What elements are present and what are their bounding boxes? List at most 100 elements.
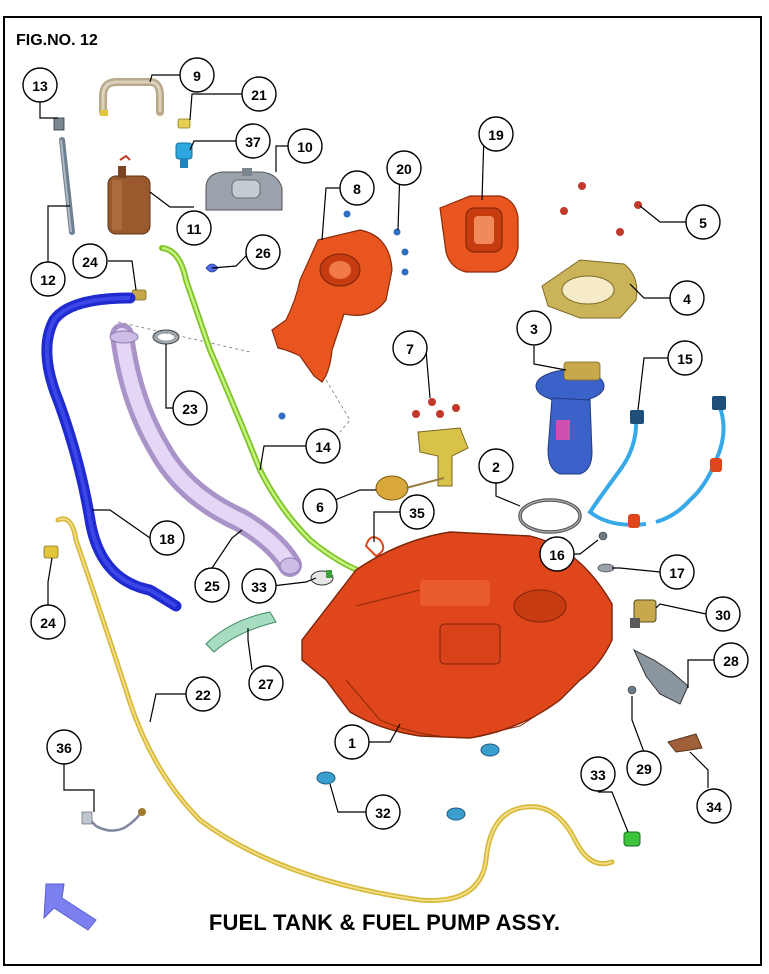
callout-circle bbox=[705, 596, 741, 632]
part-27-strip bbox=[205, 611, 277, 653]
callout-number: 35 bbox=[409, 505, 425, 521]
callout-c27: 27 bbox=[248, 665, 284, 701]
callout-circle bbox=[22, 67, 58, 103]
part-29-screw bbox=[627, 685, 637, 695]
callout-number: 5 bbox=[699, 215, 707, 231]
figure-title: FUEL TANK & FUEL PUMP ASSY. bbox=[208, 910, 561, 935]
callout-c36: 36 bbox=[46, 729, 82, 765]
callout-number: 10 bbox=[297, 139, 313, 155]
part-30-bracket bbox=[630, 599, 657, 628]
callout-number: 23 bbox=[182, 401, 198, 417]
callout-number: 24 bbox=[40, 615, 56, 631]
callout-number: 1 bbox=[348, 735, 356, 751]
callout-number: 9 bbox=[193, 68, 201, 84]
callout-circle bbox=[386, 150, 422, 186]
callout-number: 25 bbox=[204, 578, 220, 594]
callout-c19: 19 bbox=[478, 116, 514, 152]
callout-c17: 17 bbox=[659, 554, 695, 590]
part-28-sensor bbox=[632, 648, 689, 705]
callout-circle bbox=[179, 57, 215, 93]
callout-circle bbox=[46, 729, 82, 765]
callout-c33b: 33 bbox=[580, 756, 616, 792]
callout-number: 13 bbox=[32, 78, 48, 94]
callout-c6: 6 bbox=[302, 488, 338, 524]
callout-c3: 3 bbox=[516, 310, 552, 346]
part-34-clip bbox=[667, 733, 703, 753]
part-13-clip bbox=[53, 117, 65, 131]
part-17-washer bbox=[597, 563, 615, 573]
front-direction-arrow-icon bbox=[43, 883, 97, 931]
callout-c9: 9 bbox=[179, 57, 215, 93]
part-3-fuel-pump bbox=[535, 361, 605, 475]
callout-c26: 26 bbox=[245, 234, 281, 270]
part-9-bent-hose bbox=[99, 78, 164, 116]
callout-c14: 14 bbox=[305, 428, 341, 464]
part-20-bolts bbox=[278, 210, 409, 420]
callout-c1: 1 bbox=[334, 724, 370, 760]
callout-c4: 4 bbox=[669, 280, 705, 316]
callout-circle bbox=[149, 520, 185, 556]
callout-circle bbox=[235, 123, 271, 159]
part-21-clamp bbox=[177, 118, 191, 129]
callout-c33a: 33 bbox=[241, 568, 277, 604]
callout-number: 14 bbox=[315, 439, 331, 455]
callout-c22: 22 bbox=[185, 676, 221, 712]
callout-circle bbox=[334, 724, 370, 760]
part-1-fuel-tank bbox=[301, 531, 613, 739]
part-7-nuts bbox=[412, 398, 460, 418]
callout-c18: 18 bbox=[149, 520, 185, 556]
callout-circle bbox=[248, 665, 284, 701]
callout-c29: 29 bbox=[626, 750, 662, 786]
callout-circle bbox=[580, 756, 616, 792]
callout-number: 11 bbox=[187, 221, 202, 237]
callout-c5: 5 bbox=[685, 204, 721, 240]
callout-c13: 13 bbox=[22, 67, 58, 103]
callout-circle bbox=[659, 554, 695, 590]
callout-number: 2 bbox=[492, 459, 500, 475]
callout-number: 16 bbox=[549, 547, 565, 563]
part-32-grommets bbox=[316, 743, 500, 821]
callout-circle bbox=[241, 76, 277, 112]
callout-circle bbox=[667, 340, 703, 376]
callout-circle bbox=[669, 280, 705, 316]
callout-number: 19 bbox=[488, 127, 504, 143]
callout-number: 18 bbox=[159, 531, 175, 547]
callout-c37: 37 bbox=[235, 123, 271, 159]
callout-number: 28 bbox=[723, 653, 739, 669]
callout-c20: 20 bbox=[386, 150, 422, 186]
callout-number: 32 bbox=[375, 805, 391, 821]
part-22-drain-hose bbox=[55, 516, 615, 903]
callout-circle bbox=[626, 750, 662, 786]
callout-c32: 32 bbox=[365, 794, 401, 830]
callout-circle bbox=[713, 642, 749, 678]
part-8-filler-neck bbox=[271, 229, 393, 383]
callout-circle bbox=[287, 128, 323, 164]
callout-c2: 2 bbox=[478, 448, 514, 484]
callout-c15: 15 bbox=[667, 340, 703, 376]
part-33-clamp-right bbox=[623, 831, 641, 847]
callout-number: 29 bbox=[636, 761, 652, 777]
callout-number: 22 bbox=[195, 687, 211, 703]
callout-number: 27 bbox=[258, 676, 274, 692]
part-2-o-ring bbox=[518, 498, 582, 534]
callout-circle bbox=[30, 604, 66, 640]
callout-c34: 34 bbox=[696, 788, 732, 824]
callout-circle bbox=[185, 676, 221, 712]
callout-circle bbox=[339, 170, 375, 206]
callout-number: 8 bbox=[353, 181, 361, 197]
callout-number: 36 bbox=[56, 740, 72, 756]
callout-c11: 11 bbox=[176, 210, 212, 246]
callout-circle bbox=[241, 568, 277, 604]
callout-circle bbox=[72, 243, 108, 279]
callout-number: 37 bbox=[245, 134, 261, 150]
figure-frame bbox=[3, 16, 762, 966]
part-11-canister bbox=[107, 154, 151, 235]
callout-c8: 8 bbox=[339, 170, 375, 206]
callout-circle bbox=[478, 448, 514, 484]
callout-number: 3 bbox=[530, 321, 538, 337]
part-25-filler-pipe bbox=[109, 323, 302, 577]
callout-circle bbox=[392, 330, 428, 366]
callout-circle bbox=[539, 536, 575, 572]
